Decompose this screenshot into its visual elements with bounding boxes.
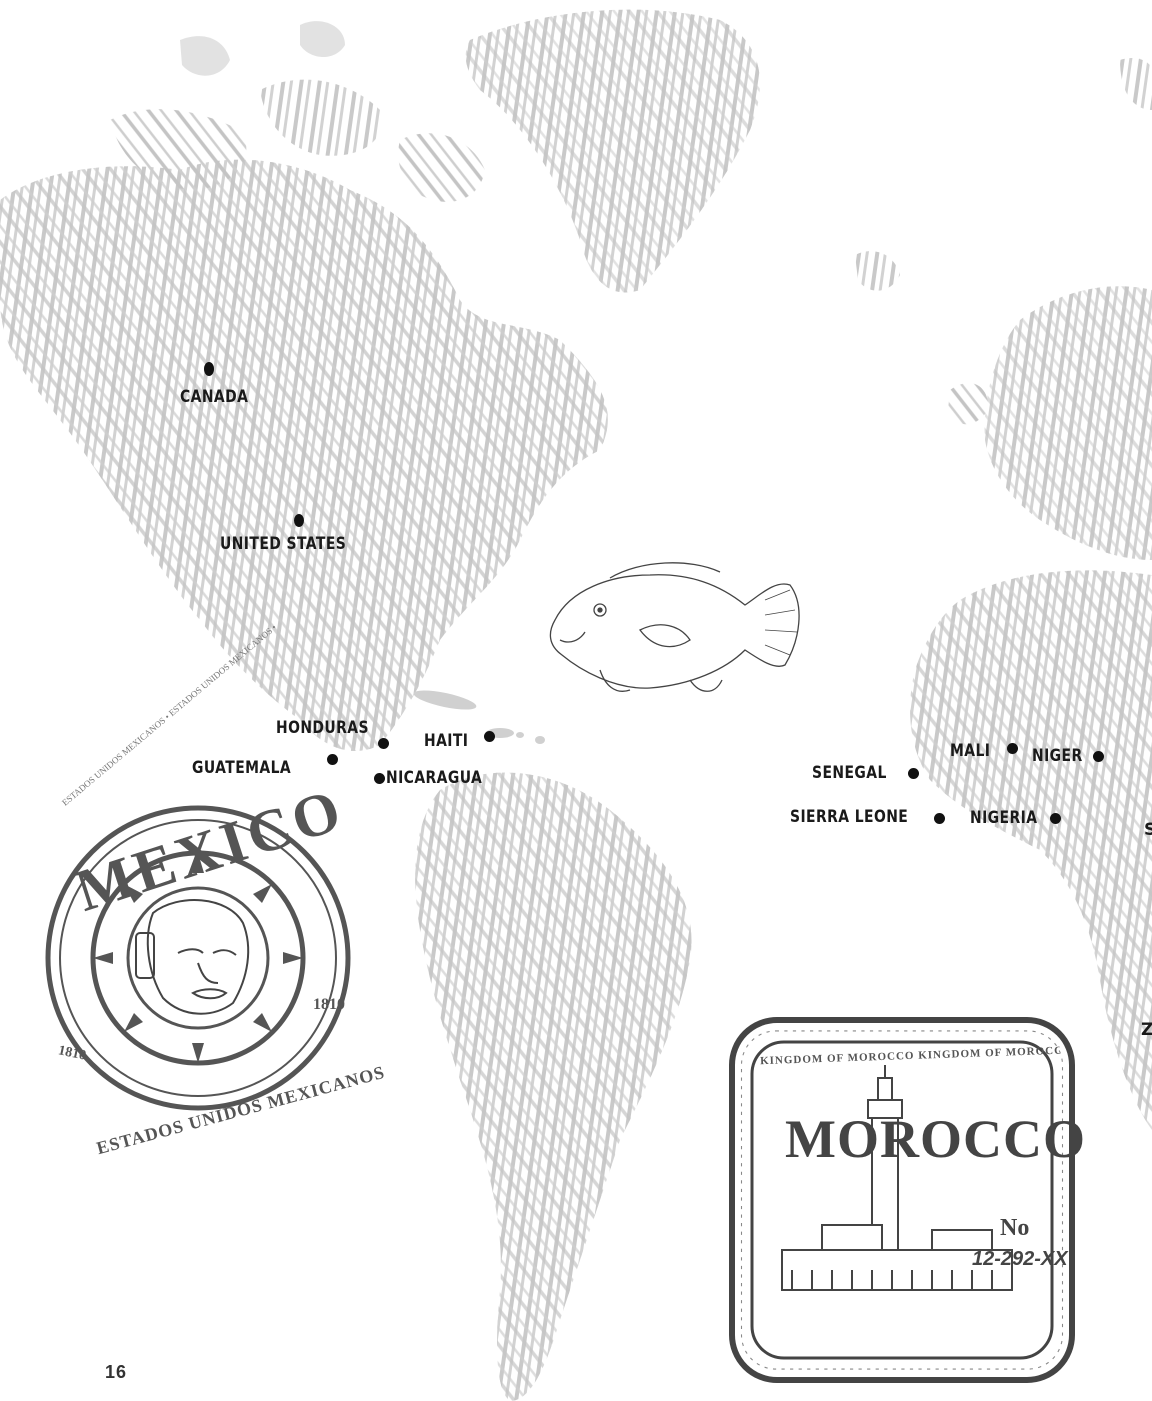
haiti-dot	[484, 731, 495, 742]
edge-label-fragment: S	[1144, 820, 1152, 840]
guatemala-dot	[327, 754, 338, 765]
north-america	[0, 21, 608, 751]
niger-label: NIGER	[1032, 746, 1083, 766]
mali-label: MALI	[950, 741, 991, 761]
senegal-label: SENEGAL	[812, 763, 887, 783]
nicaragua-label: NICARAGUA	[386, 768, 483, 788]
fish-illustration	[549, 562, 800, 692]
morocco-stamp-title: MOROCCO	[785, 1109, 1086, 1169]
south-america	[415, 772, 692, 1401]
nigeria-dot	[1050, 813, 1061, 824]
canada-label: CANADA	[180, 387, 249, 407]
greenland	[465, 9, 900, 293]
united-states-label: UNITED STATES	[220, 534, 347, 554]
honduras-label: HONDURAS	[276, 718, 369, 738]
mexico-stamp-year-right: 1810	[313, 996, 345, 1013]
mexico-stamp	[45, 805, 351, 1111]
europe	[948, 58, 1152, 560]
nigeria-label: NIGERIA	[970, 808, 1038, 828]
africa	[910, 570, 1152, 1130]
niger-dot	[1093, 751, 1104, 762]
senegal-dot	[908, 768, 919, 779]
morocco-stamp	[729, 1017, 1075, 1383]
canada-dot	[204, 362, 214, 376]
nicaragua-dot	[374, 773, 385, 784]
haiti-label: HAITI	[424, 731, 469, 751]
edge-label-fragment: Z	[1141, 1020, 1152, 1040]
guatemala-label: GUATEMALA	[192, 758, 292, 778]
sierra-leone-dot	[934, 813, 945, 824]
page-number: 16	[105, 1362, 128, 1382]
sierra-leone-label: SIERRA LEONE	[790, 807, 909, 827]
morocco-stamp-number-label: No	[1000, 1215, 1030, 1241]
mali-dot	[1007, 743, 1018, 754]
morocco-stamp-number: 12-292-XX	[972, 1248, 1068, 1270]
united-states-dot	[294, 514, 304, 527]
honduras-dot	[378, 738, 389, 749]
